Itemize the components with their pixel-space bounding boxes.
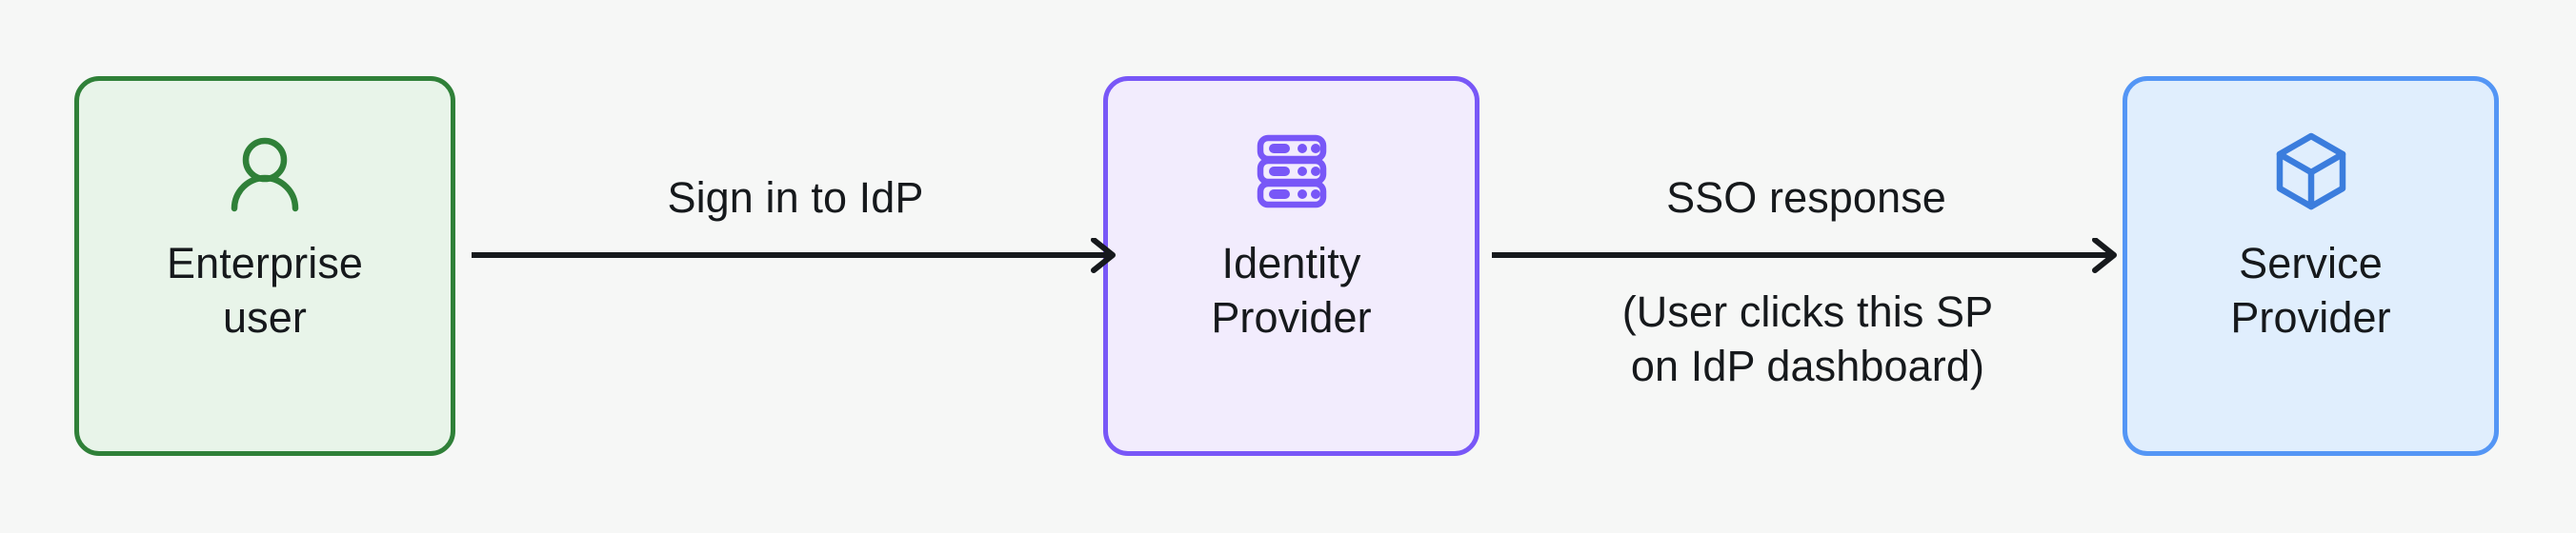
node-service-provider-label: Service Provider bbox=[2230, 239, 2391, 342]
user-icon bbox=[224, 130, 306, 212]
edge-sublabel-user-clicks-sp: (User clicks this SP on IdP dashboard) bbox=[1621, 287, 1994, 390]
arrow-enterprise-user-to-identity-provider bbox=[472, 237, 1119, 276]
node-identity-provider-label: Identity Provider bbox=[1211, 239, 1372, 342]
edge-label-sso-response: SSO response bbox=[1666, 173, 1946, 222]
node-service-provider[interactable]: Service Provider bbox=[2123, 76, 2499, 456]
cube-icon bbox=[2270, 130, 2352, 212]
arrow-identity-provider-to-service-provider bbox=[1492, 237, 2121, 276]
server-rack-icon bbox=[1251, 130, 1333, 212]
node-enterprise-user[interactable]: Enterprise user bbox=[74, 76, 455, 456]
node-enterprise-user-label: Enterprise user bbox=[166, 239, 364, 342]
node-identity-provider[interactable]: Identity Provider bbox=[1103, 76, 1479, 456]
edge-label-sign-in-to-idp: Sign in to IdP bbox=[667, 173, 924, 222]
